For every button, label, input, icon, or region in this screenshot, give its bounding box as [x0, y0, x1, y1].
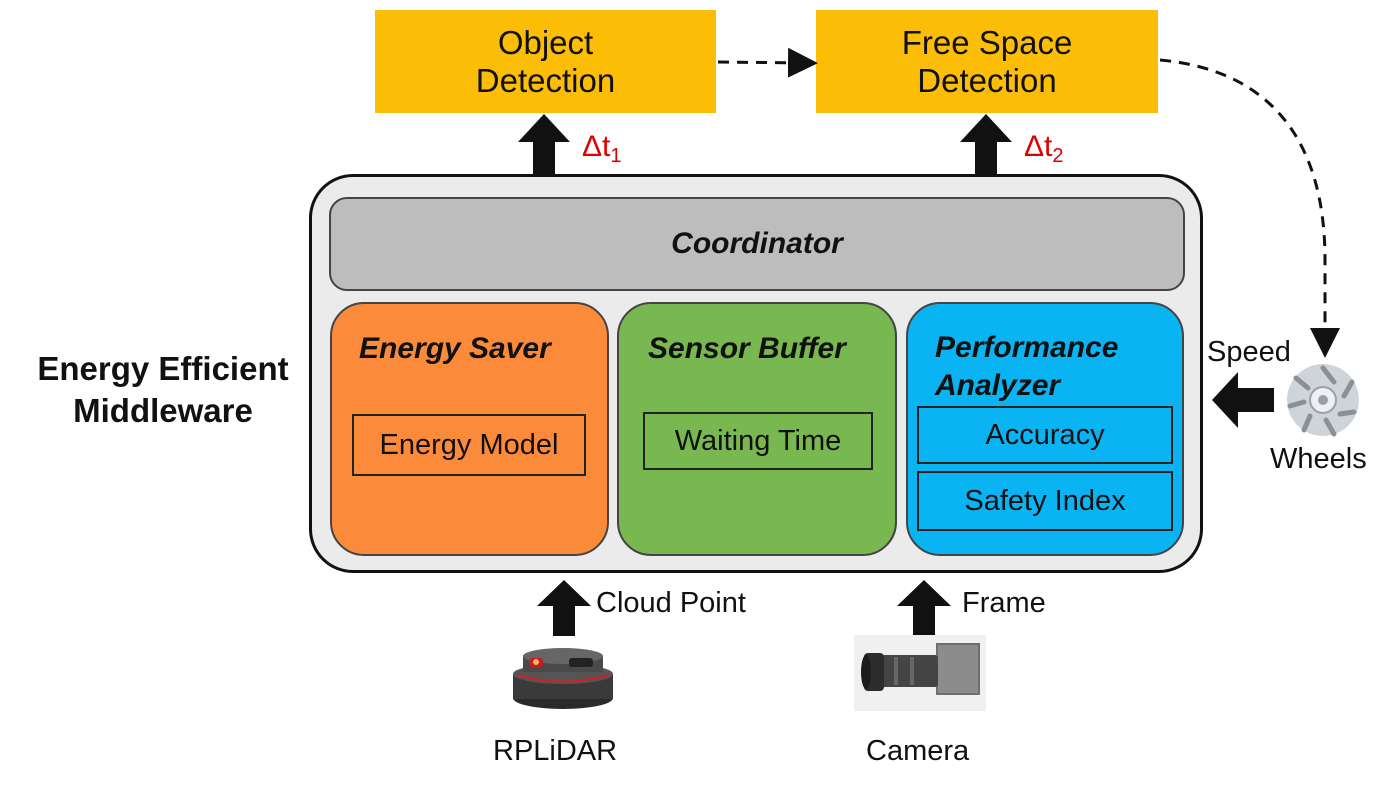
dashed-arrow-obj-to-freespace [717, 47, 818, 78]
free-space-detection-line1: Free Space [901, 23, 1073, 61]
free-space-detection-box: Free Space Detection [816, 10, 1158, 113]
left-arrow-from-wheels [1212, 372, 1274, 428]
object-detection-line2: Detection [475, 61, 616, 99]
performance-analyzer-title: Performance Analyzer [935, 329, 1118, 405]
waiting-time-label: Waiting Time [674, 424, 842, 457]
rplidar-sensor-icon [513, 648, 613, 709]
energy-model-label: Energy Model [379, 428, 559, 461]
delta-t1-label: Δt1 [582, 130, 622, 167]
object-detection-line1: Object [497, 23, 594, 61]
sensor-buffer-module: Sensor Buffer Waiting Time [617, 302, 897, 556]
wheels-label: Wheels [1270, 443, 1367, 475]
performance-analyzer-title-line2: Analyzer [935, 369, 1061, 402]
up-arrow-to-object-detection [518, 114, 570, 174]
accuracy-box: Accuracy [917, 406, 1173, 464]
safety-index-box: Safety Index [917, 471, 1173, 531]
free-space-detection-line2: Detection [917, 61, 1057, 99]
middleware-label-line1: Energy Efficient [37, 350, 289, 387]
up-arrow-from-lidar [537, 580, 591, 636]
accuracy-label: Accuracy [985, 418, 1105, 451]
coordinator-box: Coordinator [329, 197, 1185, 291]
cloud-point-label: Cloud Point [596, 587, 746, 619]
up-arrow-to-free-space-detection [960, 114, 1012, 174]
camera-label: Camera [866, 735, 970, 767]
safety-index-label: Safety Index [964, 484, 1126, 517]
energy-model-box: Energy Model [352, 414, 586, 476]
middleware-side-label: Energy Efficient Middleware [22, 348, 304, 432]
coordinator-label: Coordinator [671, 227, 843, 260]
performance-analyzer-title-line1: Performance [935, 331, 1119, 364]
frame-label: Frame [962, 587, 1046, 619]
sensor-buffer-title: Sensor Buffer [648, 332, 846, 365]
performance-analyzer-module: Performance Analyzer Accuracy Safety Ind… [906, 302, 1184, 556]
industrial-camera-icon [854, 635, 986, 711]
object-detection-box: Object Detection [375, 10, 716, 113]
middleware-label-line2: Middleware [73, 392, 253, 429]
energy-saver-module: Energy Saver Energy Model [330, 302, 609, 556]
rplidar-label: RPLiDAR [493, 735, 618, 767]
waiting-time-box: Waiting Time [643, 412, 873, 470]
energy-saver-title: Energy Saver [359, 332, 551, 365]
delta-t2-label: Δt2 [1024, 130, 1064, 167]
dashed-arrow-freespace-to-wheels [1159, 58, 1340, 358]
mecanum-wheel-icon [1287, 364, 1359, 437]
speed-label: Speed [1207, 336, 1291, 368]
up-arrow-from-camera [897, 580, 951, 636]
